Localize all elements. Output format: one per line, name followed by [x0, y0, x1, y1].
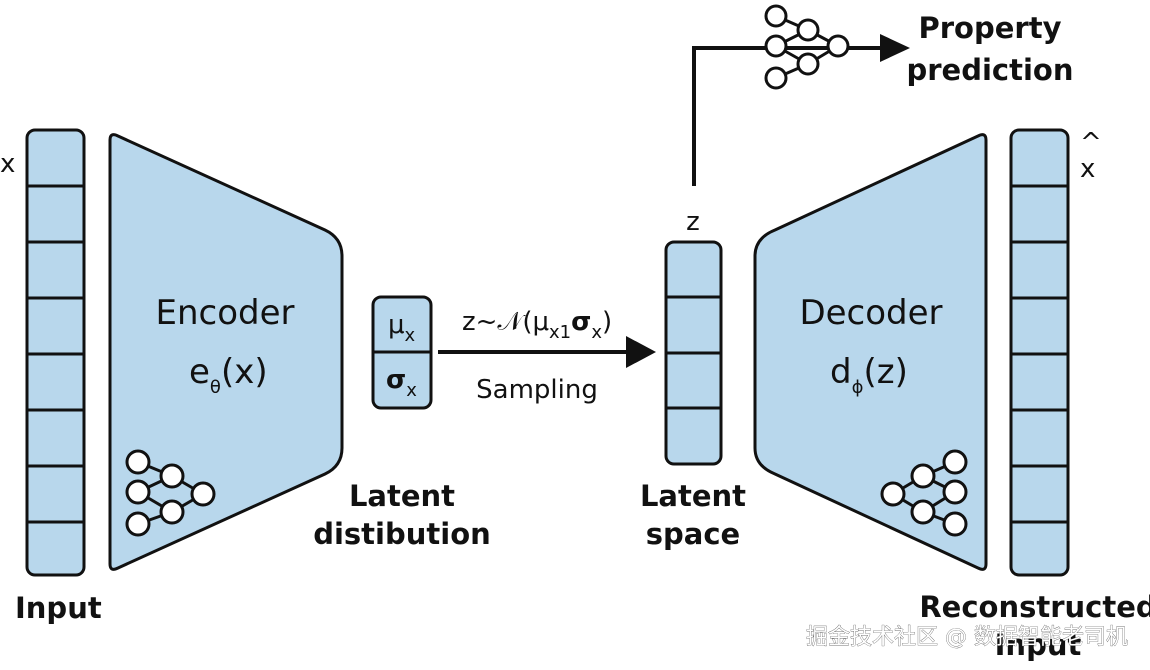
property-label-1: Property: [919, 11, 1062, 45]
latent-space-label-1: Latent: [640, 479, 746, 513]
output-label-2: Input: [995, 628, 1082, 662]
input-vector: [25, 128, 86, 577]
latent-space-label-2: space: [646, 517, 740, 551]
input-var-label: x: [0, 149, 15, 179]
output-label-1: Reconstructed: [919, 590, 1150, 624]
sampling-formula: z~𝒩(μx1σx): [462, 307, 612, 343]
decoder-network-icon: [880, 449, 968, 537]
sampling-arrowhead: [626, 336, 656, 368]
decoder-function: dϕ(z): [830, 352, 908, 398]
property-network-icon: [764, 4, 850, 90]
mu-label: μx: [388, 310, 416, 346]
encoder-network-icon: [125, 449, 216, 537]
encoder-block: [108, 133, 344, 571]
property-arrowhead: [880, 34, 910, 62]
output-vector: [1009, 128, 1070, 577]
decoder-block: [753, 133, 988, 571]
latent-var-label: z: [686, 207, 700, 237]
encoder-function: eθ(x): [189, 352, 268, 398]
latent-distribution-label-2: distibution: [313, 517, 491, 551]
encoder-title: Encoder: [155, 293, 294, 333]
latent-distribution-label-1: Latent: [349, 479, 455, 513]
decoder-title: Decoder: [799, 293, 942, 333]
property-label-2: prediction: [907, 53, 1074, 87]
output-hat: ^: [1080, 128, 1102, 158]
watermark-text: 掘金技术社区 @ 数据智能老司机: [806, 625, 1128, 650]
input-label: Input: [15, 591, 102, 625]
latent-distribution-box: [371, 295, 433, 410]
latent-space-vector: [664, 240, 723, 466]
sigma-label: σx: [386, 365, 417, 401]
output-var-label: x: [1080, 154, 1095, 184]
property-arrow: [692, 46, 882, 186]
sampling-label: Sampling: [476, 375, 598, 405]
